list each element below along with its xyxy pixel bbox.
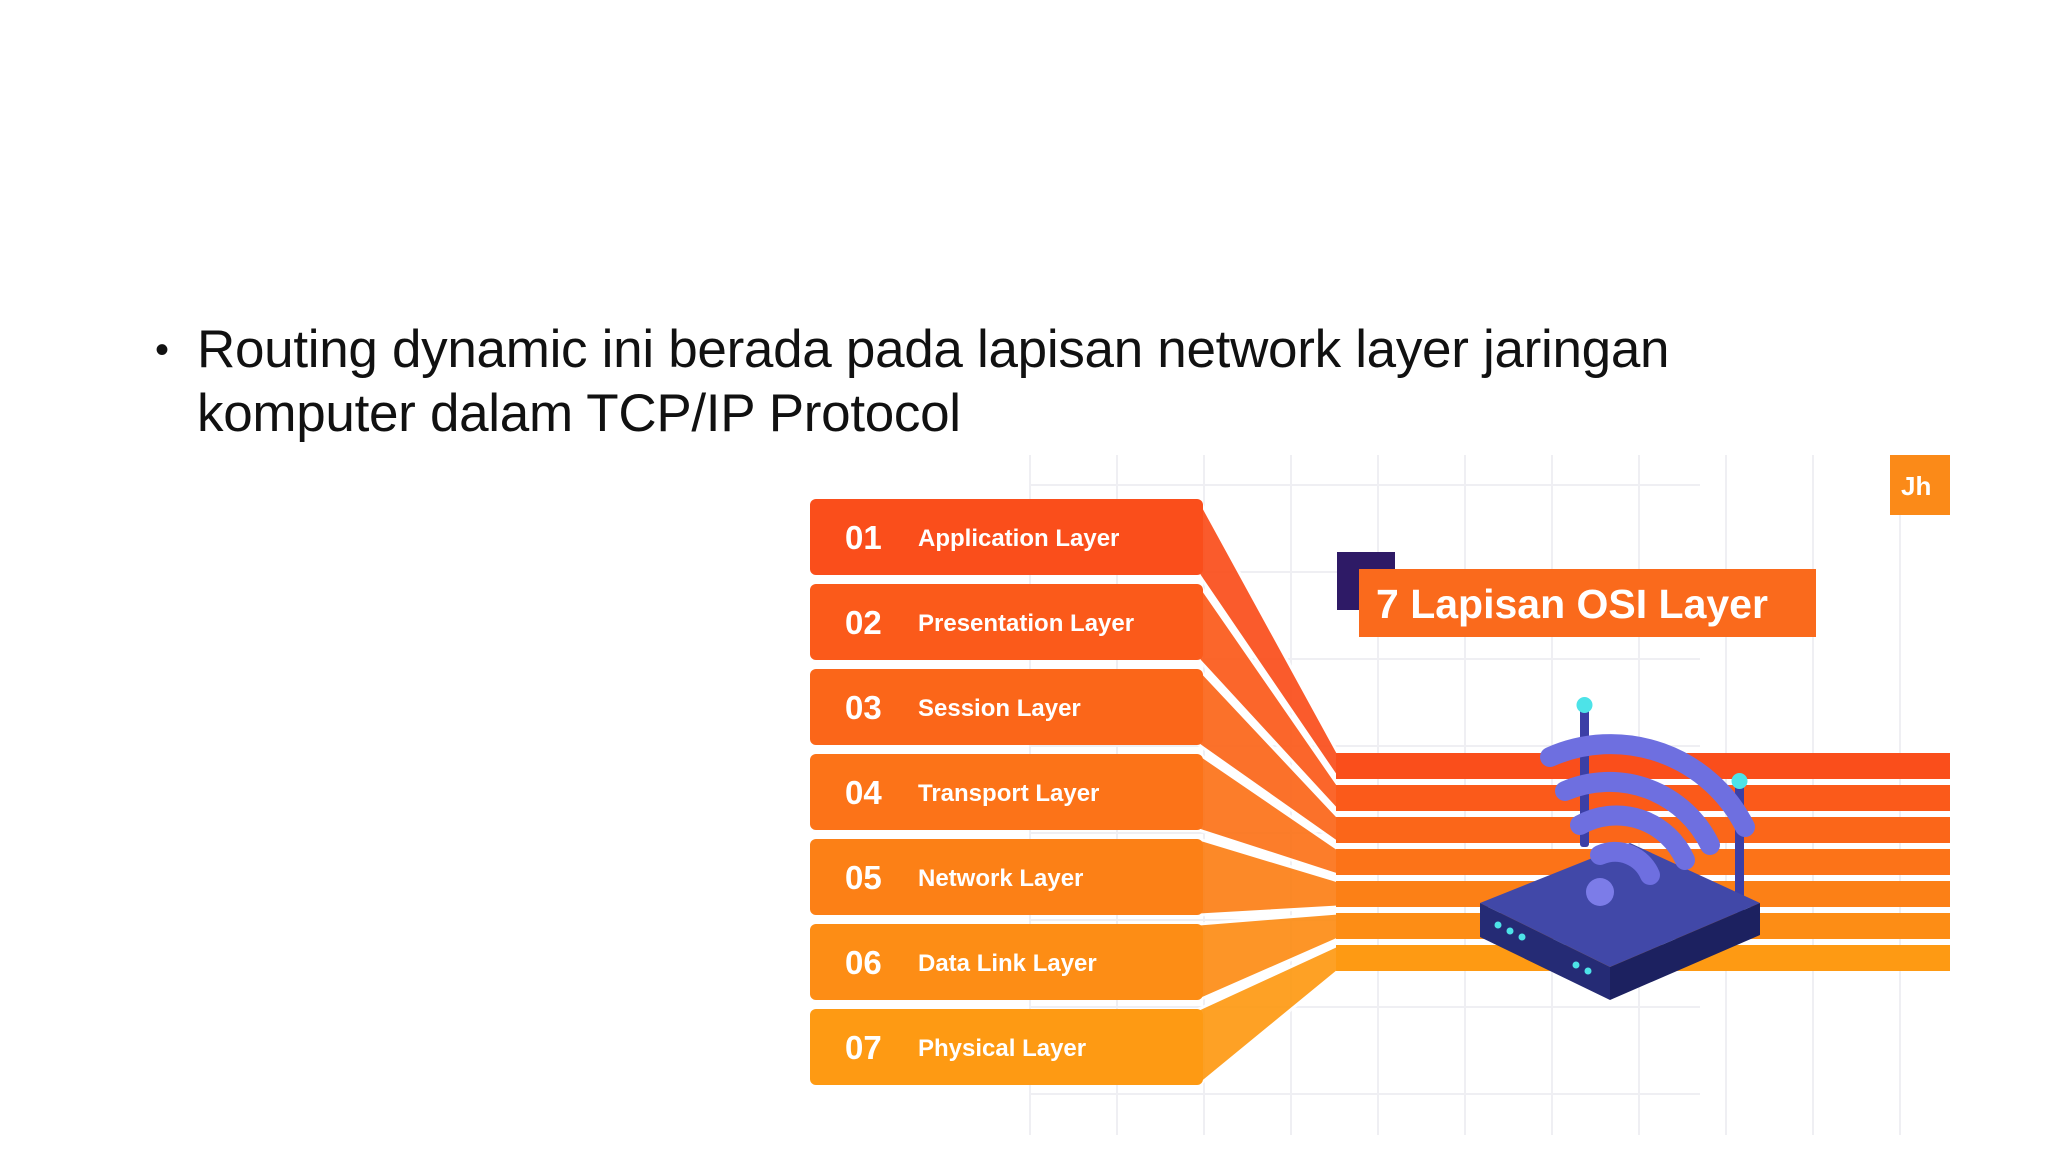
layer-label: Physical Layer <box>918 1035 1086 1062</box>
layer-label: Session Layer <box>918 695 1081 722</box>
layer-bar-05-bg <box>810 839 1203 915</box>
bullet-text: Routing dynamic ini berada pada lapisan … <box>197 318 1669 446</box>
layer-bar-06: 06 Data Link Layer <box>810 924 1203 1000</box>
layer-bars: 01 Application Layer 02 Presentation Lay… <box>810 499 1203 1085</box>
bullet-line-1: Routing dynamic ini berada pada lapisan … <box>197 320 1670 379</box>
bullet-block: • Routing dynamic ini berada pada lapisa… <box>155 318 1855 446</box>
layer-bar-03: 03 Session Layer <box>810 669 1203 745</box>
osi-figure-svg: 01 Application Layer 02 Presentation Lay… <box>810 455 1950 1135</box>
layer-number: 02 <box>845 604 882 641</box>
layer-label: Transport Layer <box>918 780 1099 807</box>
layer-label: Network Layer <box>918 865 1083 892</box>
layer-label: Data Link Layer <box>918 950 1097 977</box>
layer-funnel <box>1197 498 1340 1089</box>
layer-bar-07-bg <box>810 1009 1203 1085</box>
bullet-dot: • <box>155 328 170 372</box>
title-banner: 7 Lapisan OSI Layer <box>1337 552 1816 637</box>
layer-label: Application Layer <box>918 525 1119 552</box>
layer-number: 01 <box>845 519 882 556</box>
jh-logo-icon: Jh <box>1890 455 1950 515</box>
layer-number: 06 <box>845 944 882 981</box>
figure-title: 7 Lapisan OSI Layer <box>1376 581 1768 627</box>
layer-bar-03-bg <box>810 669 1203 745</box>
layer-bar-01: 01 Application Layer <box>810 499 1203 575</box>
layer-number: 07 <box>845 1029 882 1066</box>
bullet-line-2: komputer dalam TCP/IP Protocol <box>197 384 961 443</box>
title-background <box>1359 569 1816 637</box>
layer-bar-07: 07 Physical Layer <box>810 1009 1203 1085</box>
layer-label: Presentation Layer <box>918 610 1134 637</box>
layer-bar-06-bg <box>810 924 1203 1000</box>
layer-bar-02: 02 Presentation Layer <box>810 584 1203 660</box>
layer-bar-05: 05 Network Layer <box>810 839 1203 915</box>
layer-bar-02-bg <box>810 584 1203 660</box>
layer-bar-04-bg <box>810 754 1203 830</box>
layer-bar-04: 04 Transport Layer <box>810 754 1203 830</box>
svg-text:Jh: Jh <box>1901 471 1931 501</box>
osi-layer-figure: 01 Application Layer 02 Presentation Lay… <box>800 455 1950 1135</box>
layer-number: 04 <box>845 774 882 811</box>
layer-number: 05 <box>845 859 882 896</box>
layer-number: 03 <box>845 689 882 726</box>
layer-bar-01-bg <box>810 499 1203 575</box>
bullet-item: • Routing dynamic ini berada pada lapisa… <box>155 318 1855 446</box>
wifi-router-icon <box>1480 697 1760 1000</box>
